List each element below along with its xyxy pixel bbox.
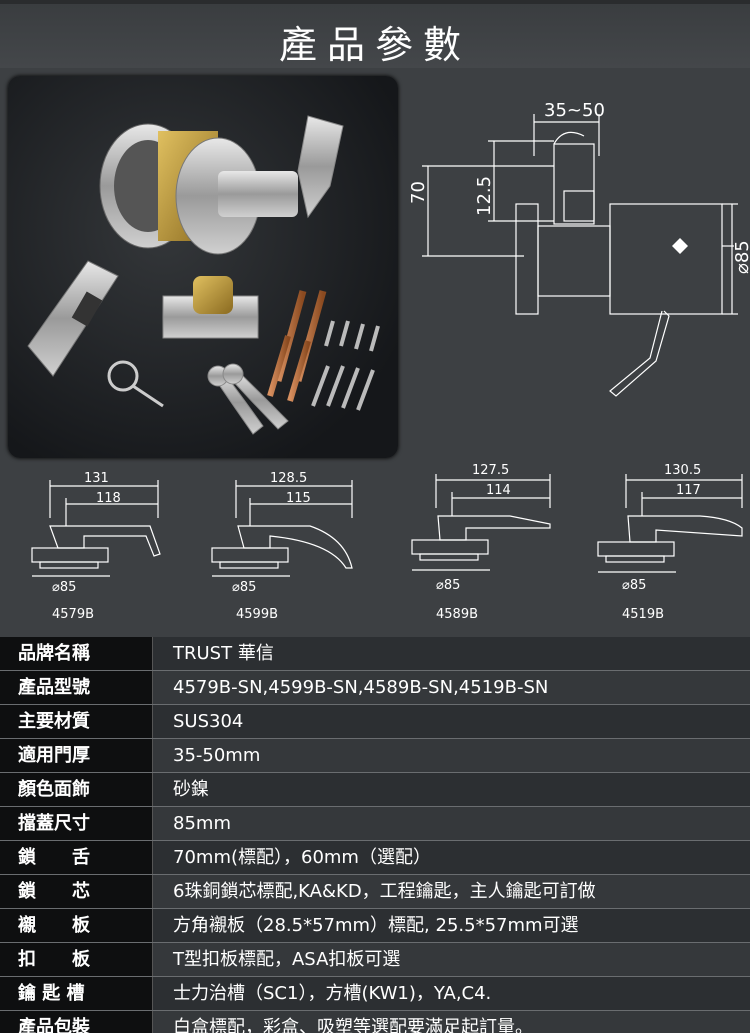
spec-label: 顏色面飾 <box>0 773 152 806</box>
spec-label: 品牌名稱 <box>0 637 152 670</box>
spec-value: 砂鎳 <box>152 773 750 806</box>
model-4-name: 4519B <box>622 607 664 622</box>
spec-value: 85mm <box>152 807 750 840</box>
model-4-lever: 117 <box>676 483 701 498</box>
model-2-name: 4599B <box>236 607 278 622</box>
dim-top-width: 35~50 <box>544 100 605 121</box>
spec-row: 顏色面飾砂鎳 <box>0 773 750 806</box>
dim-height: 70 <box>408 181 429 204</box>
model-4-rose: ⌀85 <box>622 578 646 593</box>
spec-row: 襯 板方角襯板（28.5*57mm）標配, 25.5*57mm可選 <box>0 909 750 942</box>
spec-label: 適用門厚 <box>0 739 152 772</box>
spec-row: 產品包裝白盒標配，彩盒、吸塑等選配要滿足起訂量。 <box>0 1011 750 1033</box>
model-1-overall: 131 <box>84 471 109 486</box>
model-1-rose: ⌀85 <box>52 580 76 595</box>
spec-label: 產品包裝 <box>0 1011 152 1033</box>
spec-label: 扣 板 <box>0 943 152 976</box>
spec-label: 鎖 芯 <box>0 875 152 908</box>
spec-value: T型扣板標配，ASA扣板可選 <box>152 943 750 976</box>
model-2-lever: 115 <box>286 491 311 506</box>
spec-value: SUS304 <box>152 705 750 738</box>
spec-value: 士力治槽（SC1），方槽(KW1)，YA,C4. <box>152 977 750 1010</box>
spec-label: 襯 板 <box>0 909 152 942</box>
dim-backset: 12.5 <box>474 176 495 216</box>
spec-value: TRUST 華信 <box>152 637 750 670</box>
spec-row: 鑰 匙 槽士力治槽（SC1），方槽(KW1)，YA,C4. <box>0 977 750 1010</box>
spec-value: 4579B-SN,4599B-SN,4589B-SN,4519B-SN <box>152 671 750 704</box>
model-3-lever: 114 <box>486 483 511 498</box>
spec-label: 鑰 匙 槽 <box>0 977 152 1010</box>
spec-value: 70mm(標配），60mm（選配） <box>152 841 750 874</box>
model-2-rose: ⌀85 <box>232 580 256 595</box>
model-4-overall: 130.5 <box>664 463 701 478</box>
spec-label: 產品型號 <box>0 671 152 704</box>
model-3-name: 4589B <box>436 607 478 622</box>
spec-label: 主要材質 <box>0 705 152 738</box>
model-2-overall: 128.5 <box>270 471 307 486</box>
spec-value: 白盒標配，彩盒、吸塑等選配要滿足起訂量。 <box>152 1011 750 1033</box>
technical-drawing: 35~50 70 12.5 ⌀85 <box>404 96 750 416</box>
model-1-lever: 118 <box>96 491 121 506</box>
product-photo <box>8 76 398 458</box>
spec-value: 6珠銅鎖芯標配,KA&KD，工程鑰匙，主人鑰匙可訂做 <box>152 875 750 908</box>
model-drawings: 131 118 ⌀85 4579B 128.5 115 ⌀85 4599B 12… <box>0 458 750 634</box>
page-title: 產品參數 <box>278 23 471 67</box>
model-1-name: 4579B <box>52 607 94 622</box>
title-bar: 產品參數 <box>0 0 750 68</box>
model-3-rose: ⌀85 <box>436 578 460 593</box>
spec-label: 擋蓋尺寸 <box>0 807 152 840</box>
spec-value: 方角襯板（28.5*57mm）標配, 25.5*57mm可選 <box>152 909 750 942</box>
spec-label: 鎖 舌 <box>0 841 152 874</box>
spec-value: 35-50mm <box>152 739 750 772</box>
dim-rose-dia: ⌀85 <box>732 240 750 274</box>
model-3-overall: 127.5 <box>472 463 509 478</box>
